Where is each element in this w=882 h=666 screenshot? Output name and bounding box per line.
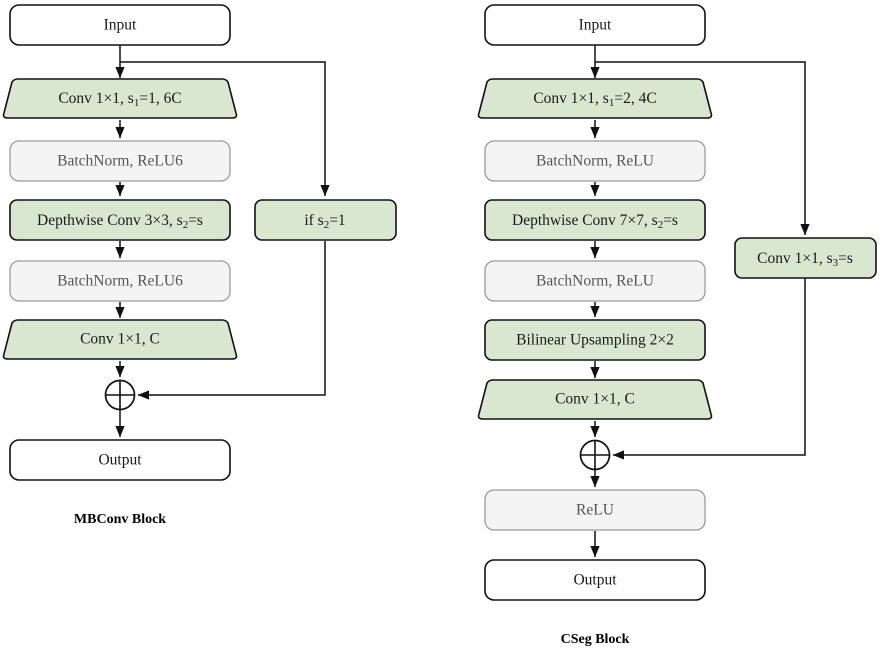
cs-batchnorm-2-node[interactable]: BatchNorm, ReLU — [484, 260, 706, 302]
mb-batchnorm-2-label: BatchNorm, ReLU6 — [57, 273, 183, 290]
mb-depthwise-conv-label: Depthwise Conv 3×3, s2=s — [37, 212, 203, 231]
cs-batchnorm-1-node[interactable]: BatchNorm, ReLU — [484, 140, 706, 182]
mb-batchnorm-1-label: BatchNorm, ReLU6 — [57, 153, 183, 170]
cs-batchnorm-2-shape[interactable] — [484, 260, 706, 302]
mb-conv1-node[interactable]: Conv 1×1, s1=1, 6C — [2, 78, 238, 119]
mb-input-label: Input — [104, 17, 137, 34]
cs-shortcut-conv-shape[interactable] — [734, 237, 877, 279]
cs-input-shape[interactable] — [484, 4, 706, 46]
cs-depthwise-conv-label: Depthwise Conv 7×7, s2=s — [512, 212, 678, 231]
cs-output-node[interactable]: Output — [484, 559, 706, 601]
cseg-block-caption: CSeg Block — [561, 632, 630, 647]
mbconv-block-caption: MBConv Block — [74, 512, 166, 527]
cs-relu-node[interactable]: ReLU — [484, 489, 706, 531]
mb-conv2-node[interactable]: Conv 1×1, C — [2, 319, 238, 360]
cs-conv1-label: Conv 1×1, s1=2, 4C — [533, 90, 656, 109]
mb-output-label: Output — [98, 452, 142, 469]
mb-input-node[interactable]: Input — [9, 4, 231, 46]
mb-skip-condition-node[interactable]: if s2=1 — [254, 199, 397, 241]
cs-shortcut-conv-node[interactable]: Conv 1×1, s3=s — [734, 237, 877, 279]
cs-relu-label: ReLU — [576, 502, 614, 519]
mb-skip-condition-shape[interactable] — [254, 199, 397, 241]
cs-conv2-label: Conv 1×1, C — [555, 391, 635, 408]
cs-batchnorm-1-label: BatchNorm, ReLU — [536, 153, 654, 170]
edge-cs-skip-tap-to-shortcut-conv — [595, 61, 810, 236]
cs-output-label: Output — [573, 572, 617, 589]
cs-depthwise-conv-node[interactable]: Depthwise Conv 7×7, s2=s — [484, 199, 706, 241]
cs-output-shape[interactable] — [484, 559, 706, 601]
mb-output-shape[interactable] — [9, 439, 231, 481]
cseg-block-group: Input Conv 1×1, s1=2, 4C BatchNorm, ReLU… — [477, 4, 877, 647]
mb-depthwise-conv-shape[interactable] — [9, 199, 231, 241]
cs-shortcut-conv-label: Conv 1×1, s3=s — [757, 250, 853, 269]
mb-depthwise-conv-node[interactable]: Depthwise Conv 3×3, s2=s — [9, 199, 231, 241]
mb-batchnorm-1-node[interactable]: BatchNorm, ReLU6 — [9, 140, 231, 182]
cs-upsampling-shape[interactable] — [484, 319, 706, 361]
mb-add-operator-node[interactable] — [104, 379, 136, 411]
cs-input-label: Input — [579, 17, 612, 34]
cs-conv1-shape[interactable] — [477, 78, 713, 119]
cs-add-operator-node[interactable] — [579, 439, 611, 471]
cs-batchnorm-2-label: BatchNorm, ReLU — [536, 273, 654, 290]
cs-depthwise-conv-shape[interactable] — [484, 199, 706, 241]
mbconv-edges — [115, 45, 330, 438]
cs-upsampling-node[interactable]: Bilinear Upsampling 2×2 — [484, 319, 706, 361]
cs-relu-shape[interactable] — [484, 489, 706, 531]
mb-conv1-label: Conv 1×1, s1=1, 6C — [58, 90, 181, 109]
mb-input-shape[interactable] — [9, 4, 231, 46]
edge-cs-shortcut-to-sum — [612, 278, 806, 460]
mb-conv2-label: Conv 1×1, C — [80, 331, 160, 348]
cs-conv2-node[interactable]: Conv 1×1, C — [477, 379, 713, 420]
mb-batchnorm-2-node[interactable]: BatchNorm, ReLU6 — [9, 260, 231, 302]
edge-condition-to-sum — [137, 241, 326, 400]
cs-conv2-shape[interactable] — [477, 379, 713, 420]
mb-conv1-shape[interactable] — [2, 78, 238, 119]
cs-batchnorm-1-shape[interactable] — [484, 140, 706, 182]
mbconv-block-group: Input Conv 1×1, s1=1, 6C BatchNorm, ReLU… — [2, 4, 397, 527]
cs-conv1-node[interactable]: Conv 1×1, s1=2, 4C — [477, 78, 713, 119]
mb-skip-condition-label: if s2=1 — [304, 212, 345, 231]
cseg-edges — [590, 45, 810, 558]
mb-batchnorm-1-shape[interactable] — [9, 140, 231, 182]
cs-input-node[interactable]: Input — [484, 4, 706, 46]
edge-skip-tap-to-condition — [120, 61, 330, 197]
mb-output-node[interactable]: Output — [9, 439, 231, 481]
mb-conv2-shape[interactable] — [2, 319, 238, 360]
cs-upsampling-label: Bilinear Upsampling 2×2 — [516, 332, 674, 349]
mb-batchnorm-2-shape[interactable] — [9, 260, 231, 302]
